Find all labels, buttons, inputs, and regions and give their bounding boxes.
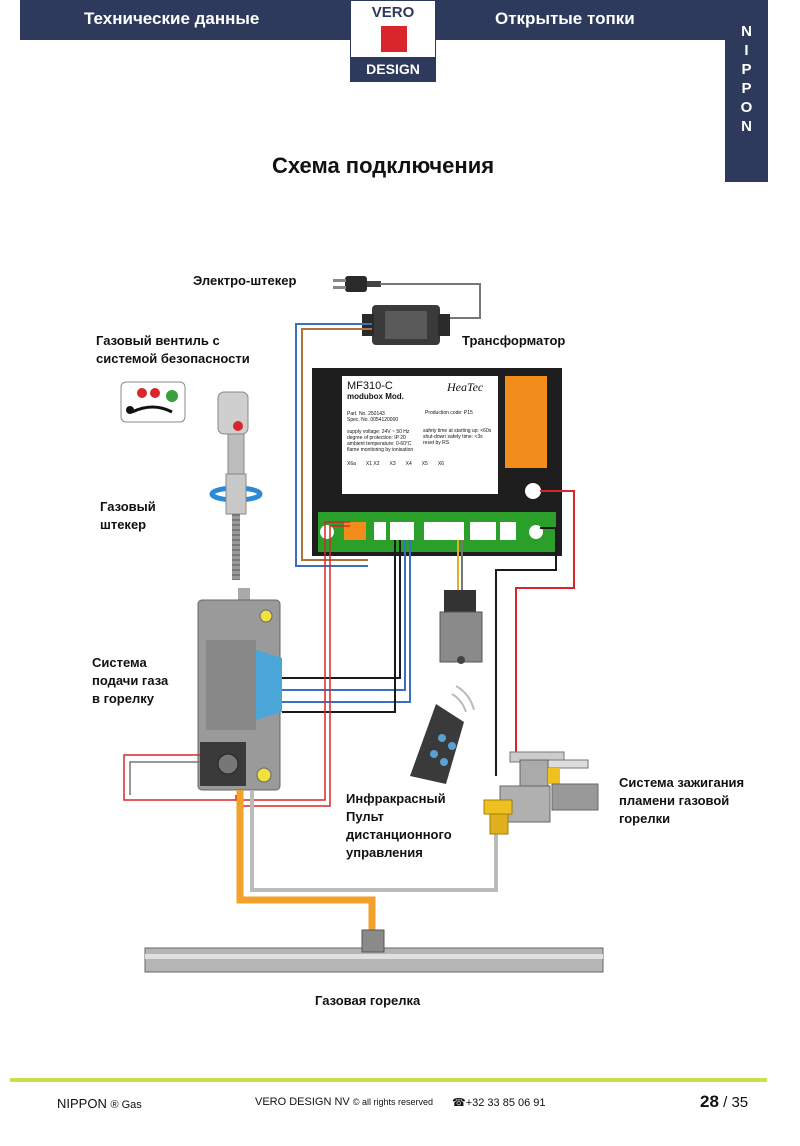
connector-label: X6a (347, 461, 356, 467)
gas-valve-body (217, 391, 249, 435)
receiver-module (439, 590, 483, 664)
header-right-title: Открытые топки (495, 9, 635, 28)
footer-rights: © all rights reserved (352, 1097, 433, 1107)
page-current: 28 (700, 1092, 719, 1111)
side-letter: N (741, 118, 752, 135)
transformer (362, 305, 450, 345)
logo-top-text: VERO (371, 4, 415, 21)
logo-bottom-text: DESIGN (351, 57, 435, 81)
label-transformer: Трансформатор (462, 333, 566, 348)
gas-line-orange (236, 790, 376, 936)
gas-supply-block (197, 588, 282, 791)
footer-brand: NIPPON ® Gas (57, 1096, 142, 1111)
label-gas-valve: Газовый вентиль с системой безопасности (96, 333, 250, 366)
module-safety-line: reset by RS (423, 440, 450, 446)
wire-black-2 (282, 540, 396, 713)
side-letter: N (741, 23, 752, 40)
side-letter: P (741, 80, 752, 97)
connector-label: X4 (405, 461, 412, 467)
module-sub: modubox Mod. (347, 392, 404, 401)
footer-phone: ☎+32 33 85 06 91 (452, 1097, 546, 1109)
page-number: 28 / 35 (700, 1092, 748, 1112)
footer-brand-name: NIPPON (57, 1096, 107, 1111)
side-letter: O (740, 99, 753, 116)
wire-blue-1 (282, 540, 406, 691)
ignition-system (483, 751, 599, 835)
module-part-no: Part. No. 250143 (347, 411, 385, 417)
module-spec-line: degree of protection: IP 20 (347, 435, 406, 441)
module-spec-line: ambient temperature: 0-60°C (347, 441, 412, 447)
connector-label: X5 (421, 461, 428, 467)
module-part-block: Part. No. 250143 Spec. No. 0054120000 (347, 411, 495, 423)
label-burner: Газовая горелка (315, 993, 421, 1008)
thermo-wire-red (123, 754, 240, 801)
module-safety-lines: safety time at starting up: <60s shut-do… (423, 428, 491, 446)
gas-burner (144, 929, 604, 973)
thermo-wire-grey (129, 761, 200, 795)
electric-plug (333, 276, 381, 292)
vero-design-logo: VERO DESIGN (350, 0, 436, 82)
footer-line (10, 1078, 767, 1082)
page-separator: / (718, 1094, 732, 1111)
footer-company-block: VERO DESIGN NV © all rights reserved (255, 1096, 433, 1108)
wire-black-1 (282, 540, 401, 679)
side-letter: P (741, 61, 752, 78)
module-brand: HeaTec (447, 380, 484, 394)
module-spec-lines: supply voltage: 24V ~ 50 Hz degree of pr… (347, 429, 495, 453)
module-model: MF310-C (347, 380, 393, 392)
wire-black-ignition (495, 527, 557, 776)
pilot-line-grey (250, 790, 498, 892)
label-ignition: Система зажигания пламени газовой горелк… (619, 775, 745, 826)
label-gas-connector: Газовый штекер (100, 499, 156, 532)
page-total: 35 (731, 1094, 749, 1111)
side-letter: I (744, 42, 749, 59)
module-connectors: X6a X1 X2 X3 X4 X5 X6 (347, 461, 495, 467)
transformer-wire-brown (301, 328, 372, 561)
control-module (312, 368, 562, 556)
connector-label: X6 (437, 461, 445, 467)
module-safety-line: shut-down safety time: <3s (423, 434, 483, 440)
ir-remote (410, 685, 475, 784)
module-production-code: Production code: P15 (425, 410, 473, 416)
header-left-title: Технические данные (84, 9, 260, 28)
module-spec-line: flame monitoring by ionisation (347, 447, 414, 453)
gas-valve-panel (120, 381, 186, 423)
module-safety-line: safety time at starting up: <60s (423, 428, 492, 434)
transformer-wire-blue (295, 323, 372, 567)
wire-red-left-2 (242, 525, 350, 807)
footer-company: VERO DESIGN NV (255, 1096, 350, 1108)
connector-label: X3 (389, 461, 396, 467)
module-label: MF310-C modubox Mod. HeaTec Part. No. 25… (347, 380, 495, 467)
wire-red-left (235, 521, 350, 801)
label-plug: Электро-штекер (193, 273, 297, 288)
wire-red-ignition (515, 490, 575, 752)
logo-red-square (381, 26, 407, 52)
module-spec-line: supply voltage: 24V ~ 50 Hz (347, 429, 410, 435)
page-title: Схема подключения (271, 153, 495, 178)
footer-brand-suffix: ® Gas (110, 1099, 142, 1111)
module-spec-no: Spec. No. 0054120000 (347, 417, 399, 423)
gas-connector (209, 433, 263, 580)
plug-cord (380, 283, 481, 319)
label-gas-supply: Система подачи газа в горелку (92, 655, 169, 706)
connector-label: X1 X2 (365, 461, 380, 467)
label-remote: Инфракрасный Пульт дистанционного управл… (346, 791, 452, 860)
